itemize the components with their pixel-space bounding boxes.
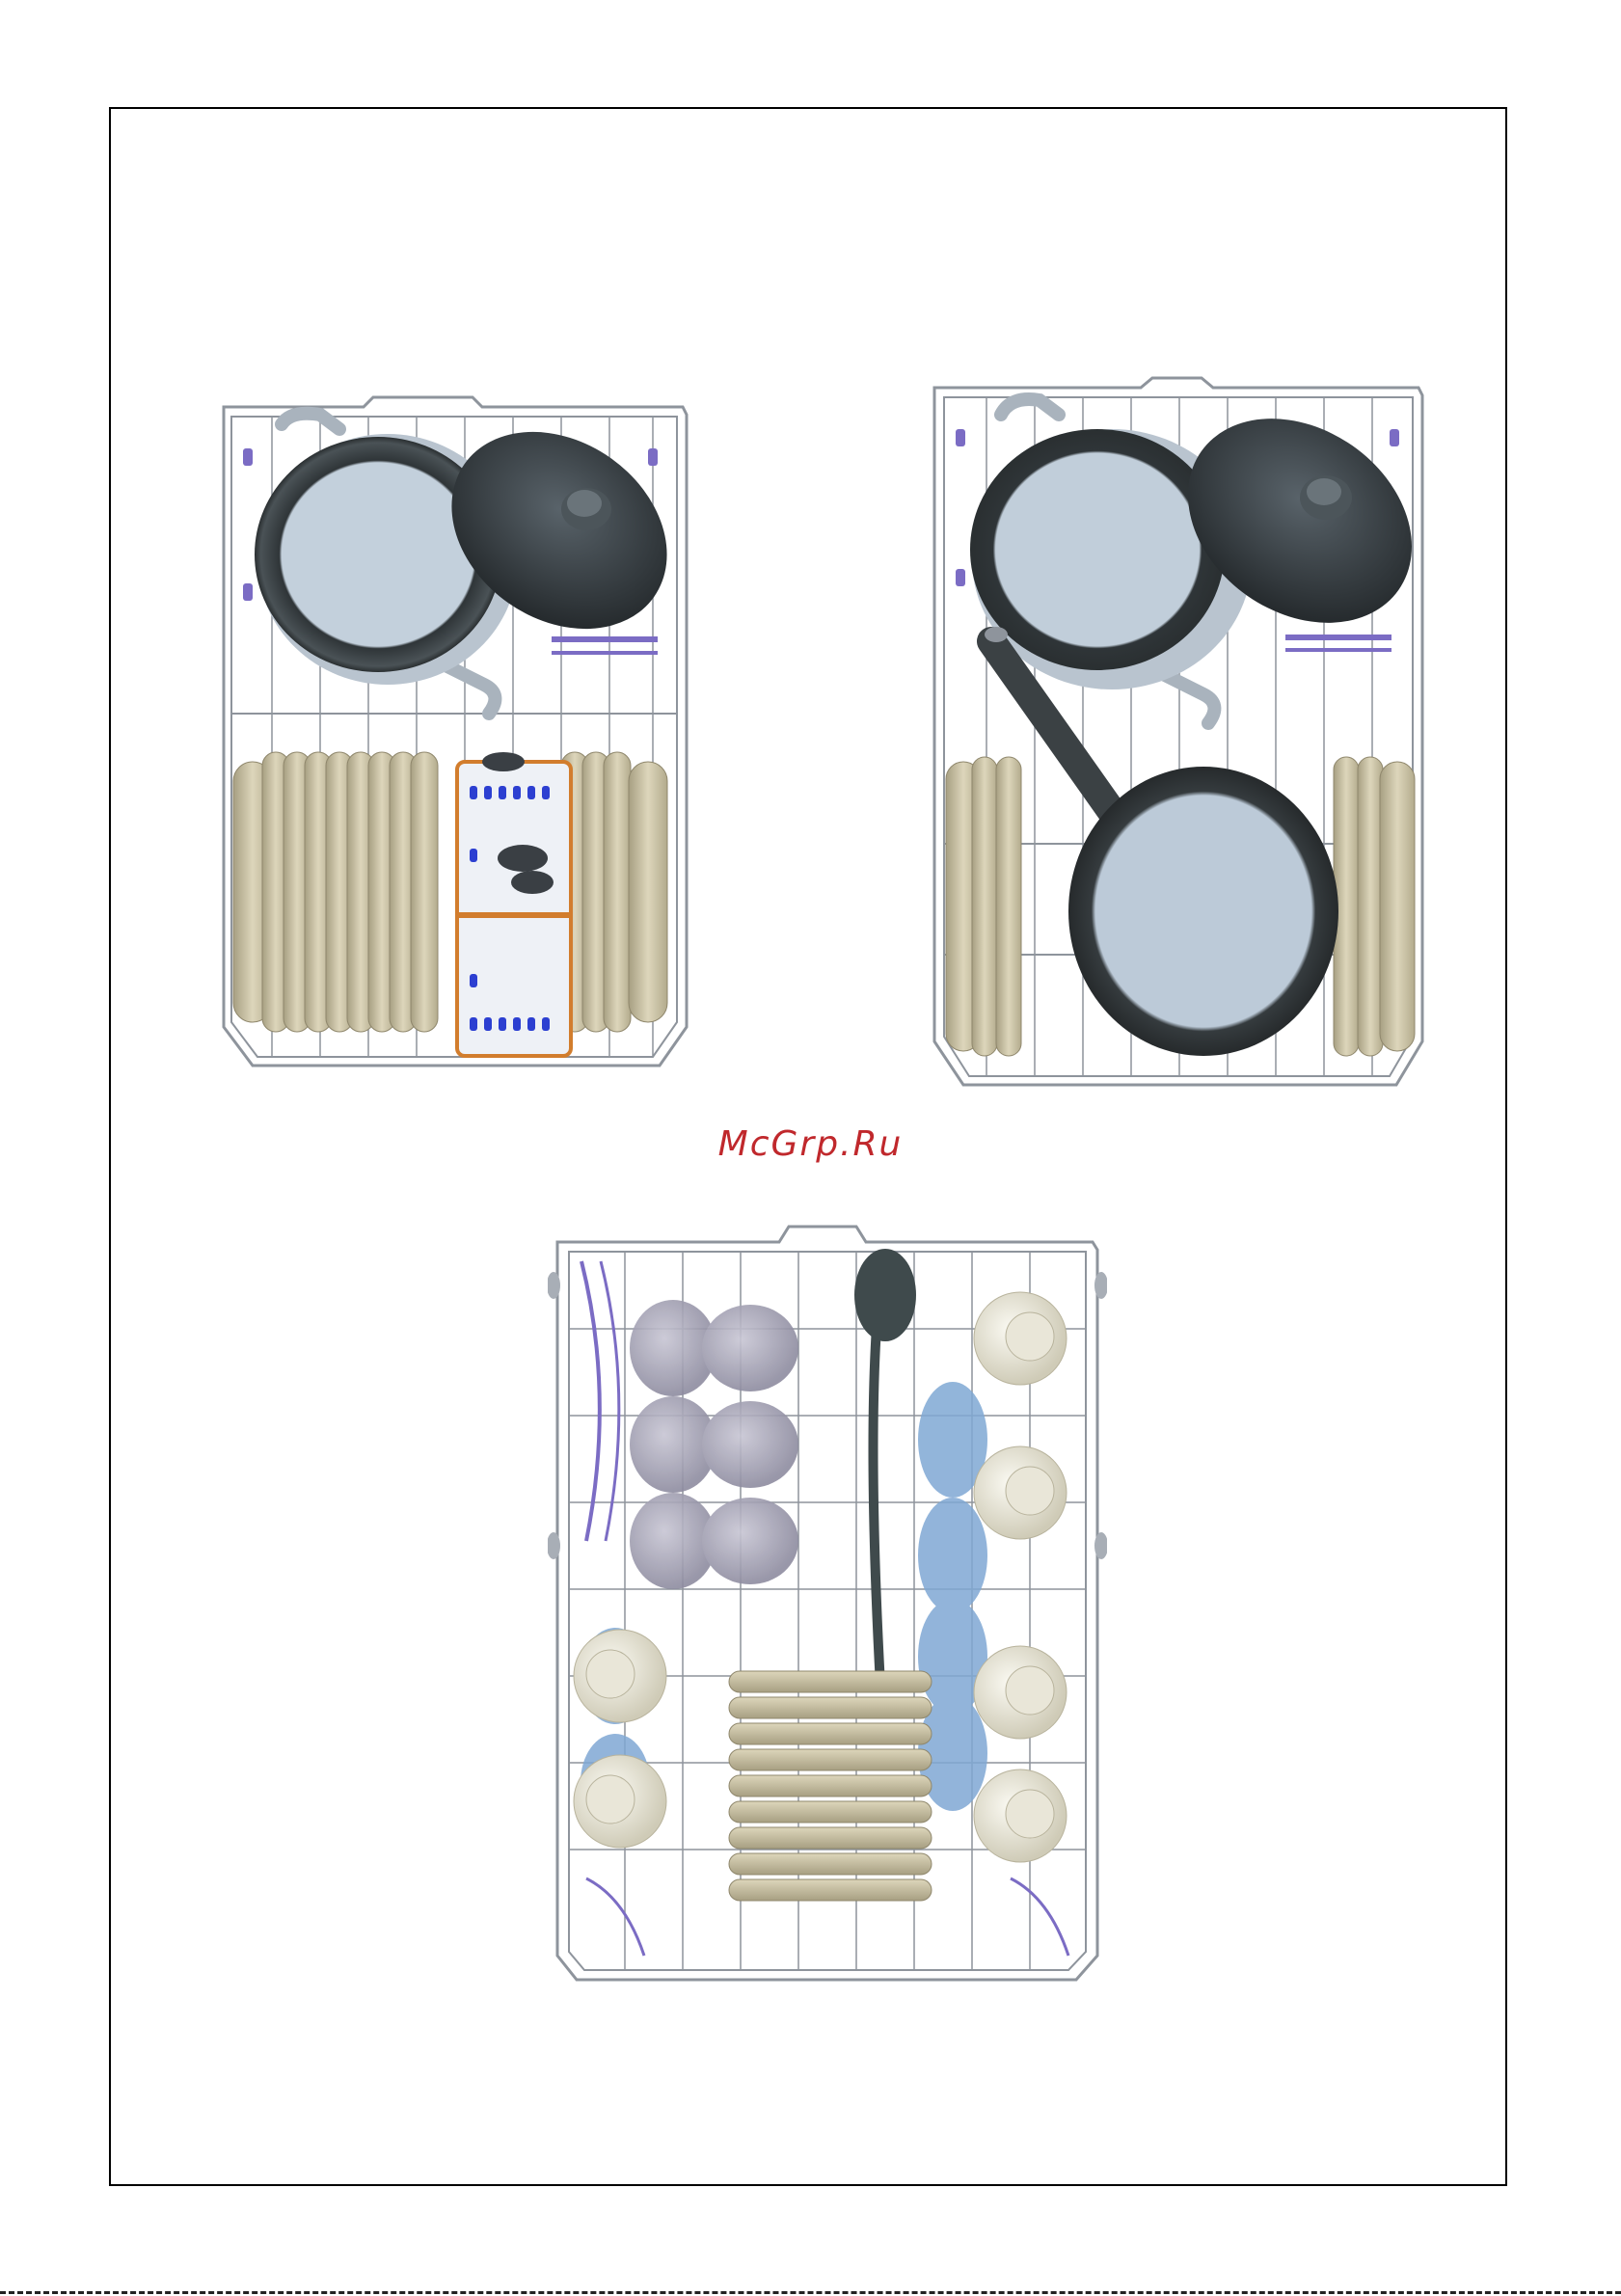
frying-pan — [985, 627, 1338, 1056]
glasses — [630, 1300, 798, 1589]
figure-upper-basket-cups-glasses — [548, 1223, 1107, 1985]
cutlery-basket — [457, 752, 571, 1056]
ladle — [854, 1249, 916, 1686]
small-plates — [729, 1671, 932, 1901]
footer-rule — [0, 2291, 1621, 2294]
figure-lower-basket-pots-plates — [214, 395, 696, 1070]
figure-lower-basket-pot-frying-pan — [929, 376, 1430, 1090]
plates — [233, 752, 667, 1032]
watermark: McGrp.Ru — [0, 1124, 1621, 1164]
